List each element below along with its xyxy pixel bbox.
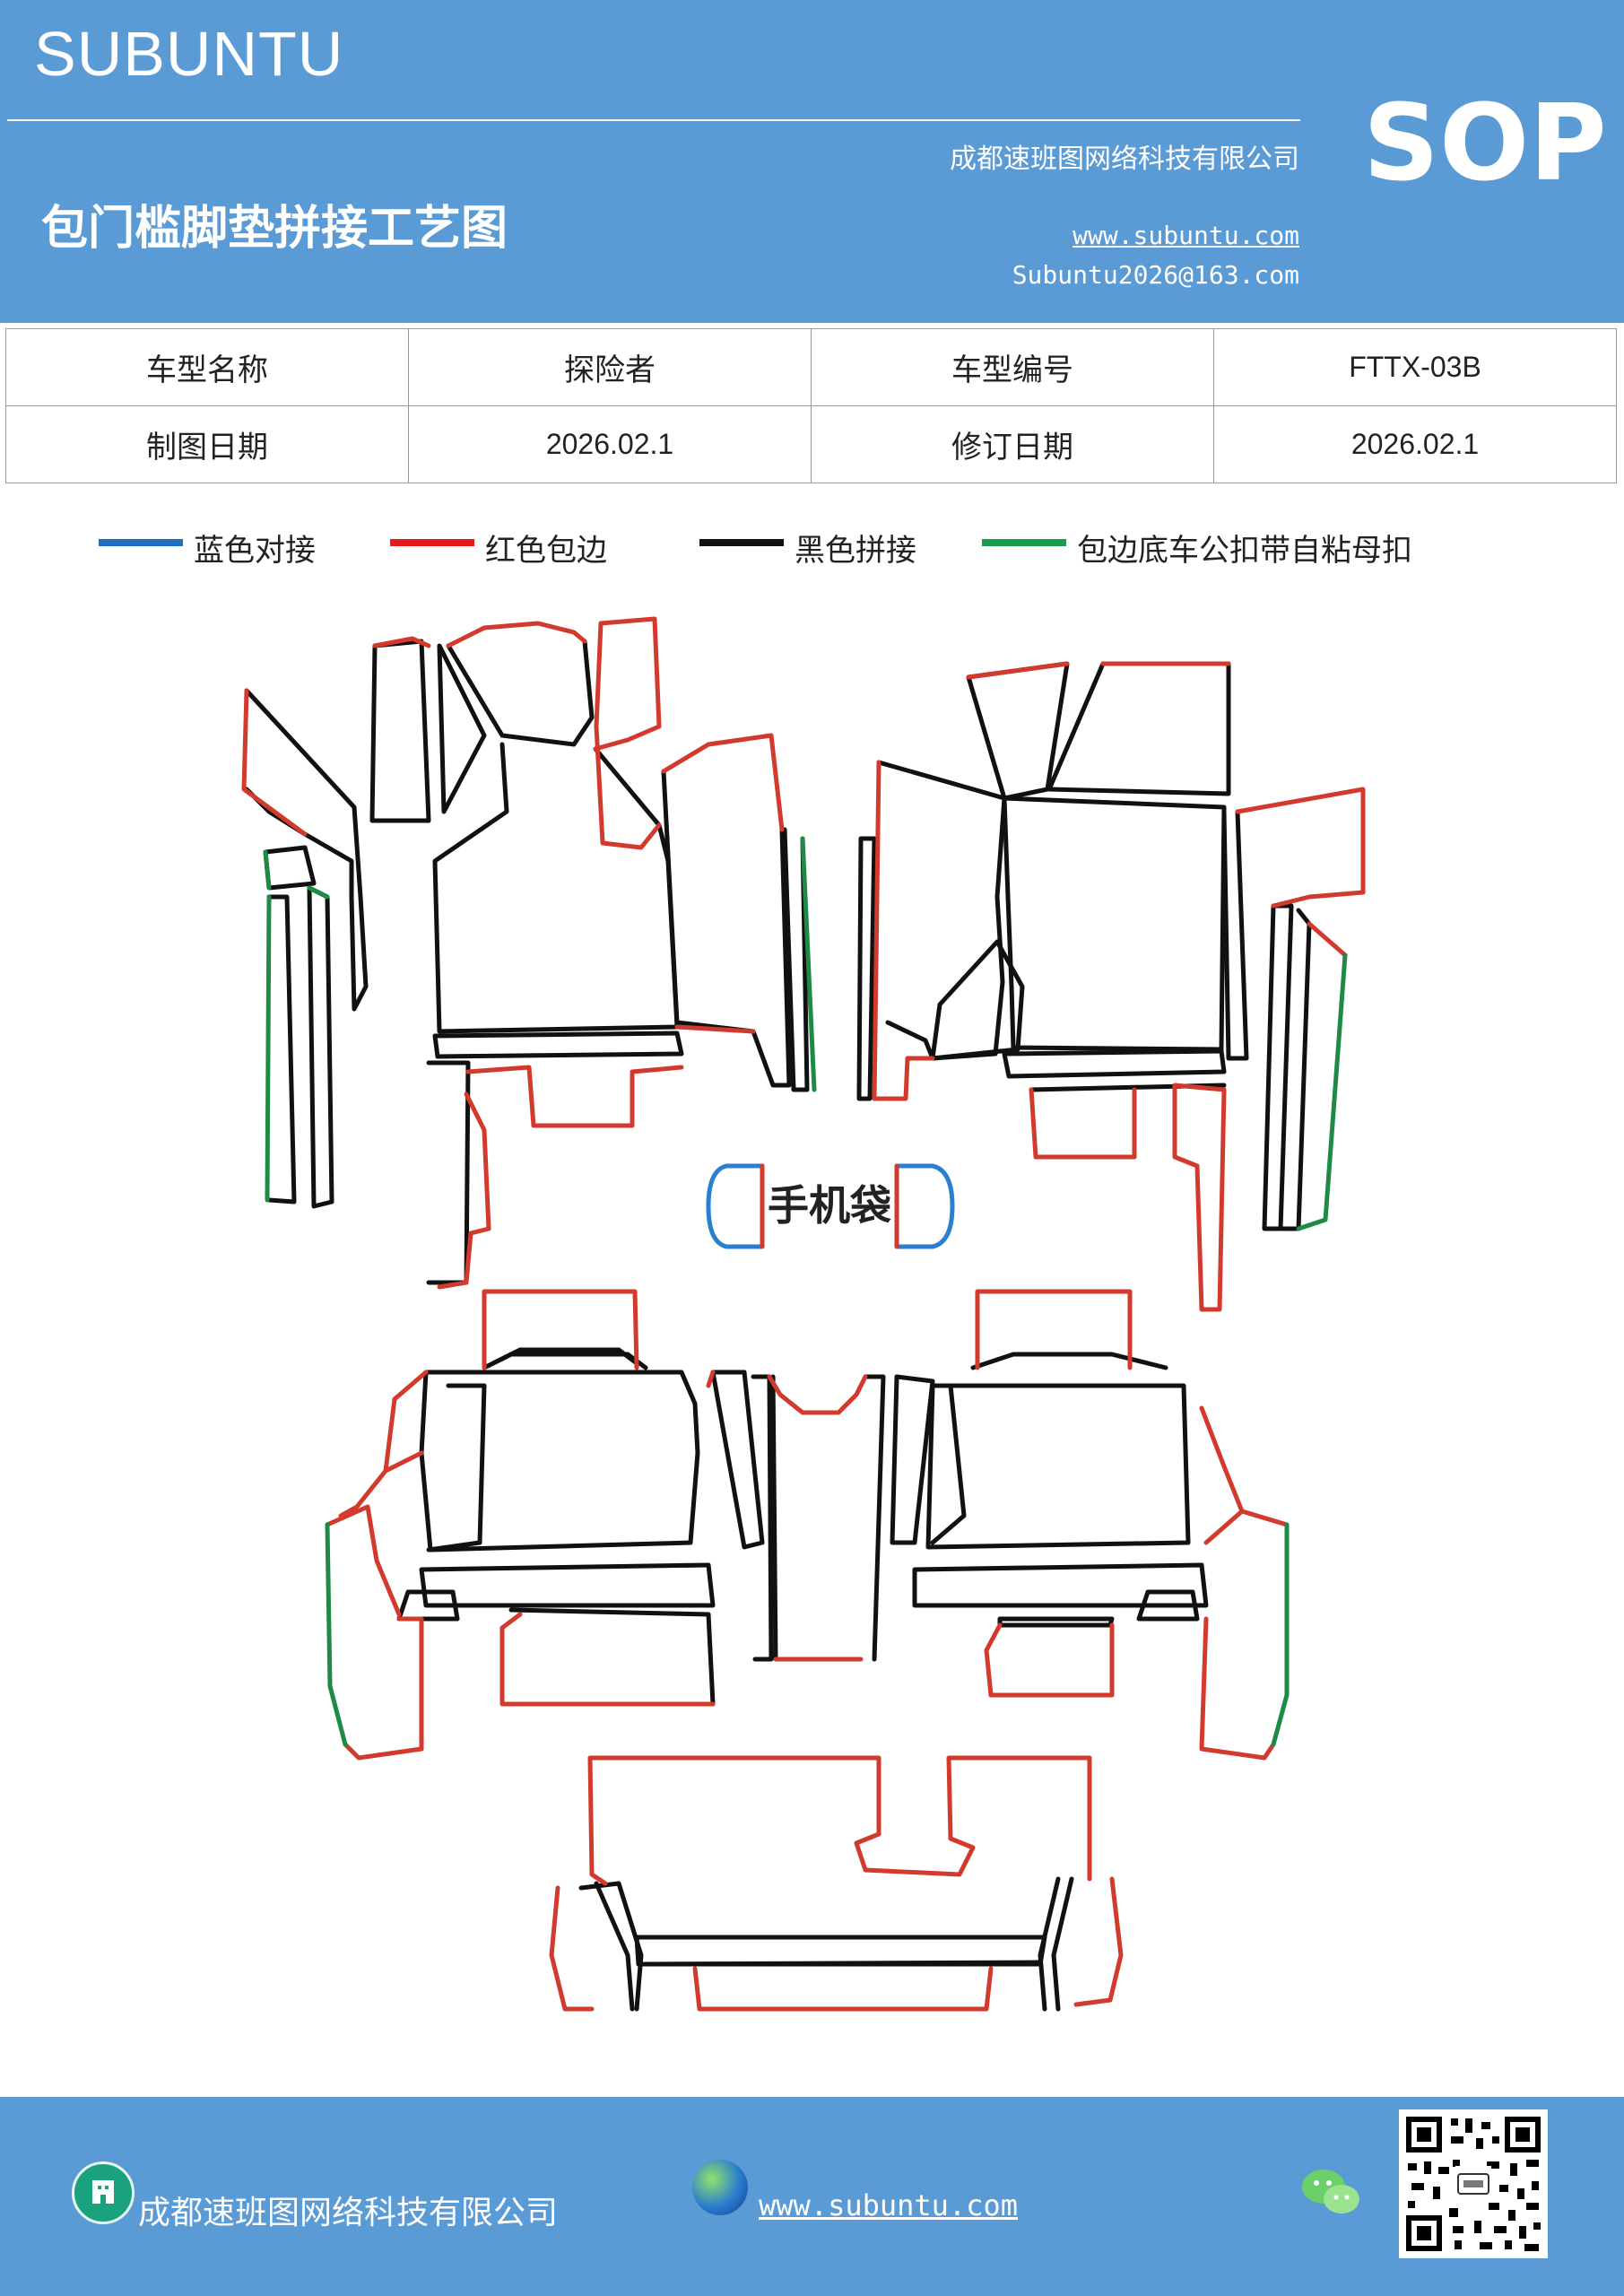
header-website-link[interactable]: www.subuntu.com xyxy=(1073,221,1299,250)
legend-label: 蓝色对接 xyxy=(194,533,316,569)
footer-company: 成都速班图网络科技有限公司 xyxy=(138,2195,559,2231)
phone-pocket-red xyxy=(760,1163,899,1249)
header-divider xyxy=(7,119,1300,121)
qr-code xyxy=(1399,2109,1548,2258)
green-edges xyxy=(263,836,1348,1747)
legend-swatch xyxy=(99,539,183,546)
model-name-value: 探险者 xyxy=(408,328,812,406)
building-icon xyxy=(72,2161,135,2224)
draw-date-label: 制图日期 xyxy=(5,405,409,483)
black-seams xyxy=(244,639,1312,2012)
info-table: 车型名称 探险者 车型编号 FTTX-03B 制图日期 2026.02.1 修订… xyxy=(5,328,1617,483)
header-banner: SUBUNTU SOP 包门槛脚垫拼接工艺图 成都速班图网络科技有限公司 www… xyxy=(0,0,1624,323)
legend-swatch xyxy=(699,539,784,546)
header-email: Subuntu2026@163.com xyxy=(1012,260,1299,290)
table-row: 制图日期 2026.02.1 修订日期 2026.02.1 xyxy=(5,405,1617,483)
globe-icon xyxy=(692,2160,748,2215)
draw-date-value: 2026.02.1 xyxy=(408,405,812,483)
brand-name: SUBUNTU xyxy=(34,19,344,89)
legend-swatch xyxy=(982,539,1066,546)
revise-date-label: 修订日期 xyxy=(811,405,1214,483)
floor-mat-diagram: 手机袋 xyxy=(241,616,1366,2012)
red-edges xyxy=(241,616,1366,2012)
phone-pocket-label: 手机袋 xyxy=(768,1181,891,1230)
revise-date-value: 2026.02.1 xyxy=(1213,405,1617,483)
line-legend: 蓝色对接 红色包边 黑色拼接 包边底车公扣带自粘母扣 xyxy=(99,527,1533,572)
table-row: 车型名称 探险者 车型编号 FTTX-03B xyxy=(5,328,1617,406)
footer-website-link[interactable]: www.subuntu.com xyxy=(759,2188,1018,2222)
legend-swatch xyxy=(390,539,474,546)
sop-badge: SOP xyxy=(1363,81,1607,204)
header-company: 成都速班图网络科技有限公司 xyxy=(950,144,1299,175)
model-code-label: 车型编号 xyxy=(811,328,1214,406)
document-title: 包门槛脚垫拼接工艺图 xyxy=(41,202,508,256)
model-code-value: FTTX-03B xyxy=(1213,328,1617,406)
legend-label: 黑色拼接 xyxy=(795,533,916,569)
wechat-icon[interactable] xyxy=(1300,2165,1363,2219)
footer-banner: 成都速班图网络科技有限公司 www.subuntu.com xyxy=(0,2097,1624,2296)
legend-label: 包边底车公扣带自粘母扣 xyxy=(1077,533,1412,569)
legend-label: 红色包边 xyxy=(485,533,607,569)
phone-pocket-blue xyxy=(706,1163,955,1249)
model-name-label: 车型名称 xyxy=(5,328,409,406)
